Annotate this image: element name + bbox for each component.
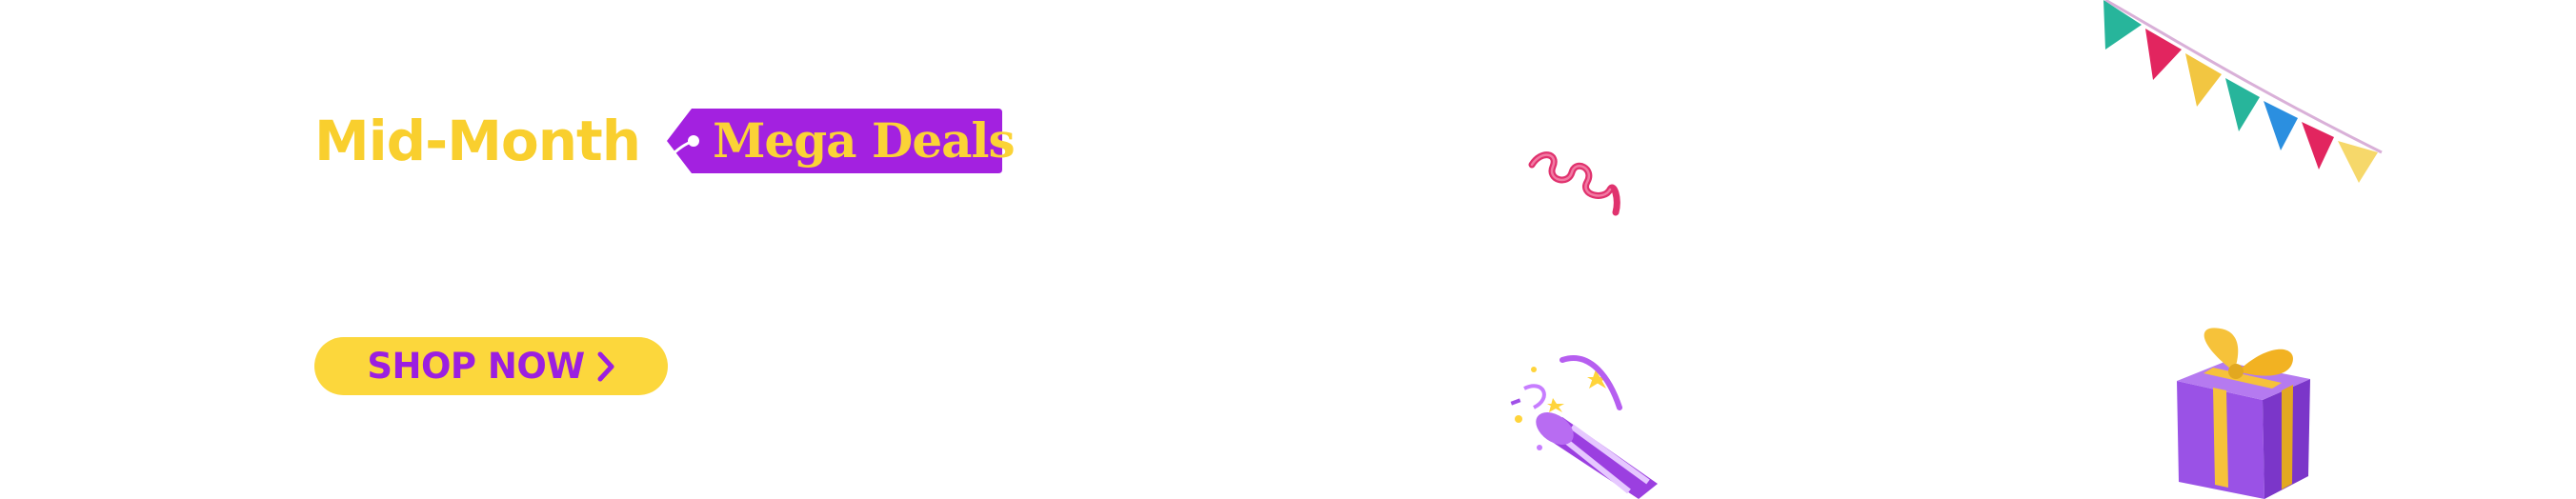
ribbon-streamer-icon — [1528, 151, 1620, 216]
headline-tag-text: Mega Deals — [713, 112, 1016, 169]
headline-primary-text: Mid-Month — [314, 109, 641, 173]
bunting-flags-icon — [2103, 0, 2383, 183]
party-popper-icon — [1510, 355, 1658, 499]
price-tag-badge: Mega Deals — [665, 107, 1016, 175]
gift-box-icon — [2177, 328, 2310, 499]
price-tag-shape — [667, 109, 1003, 173]
shop-now-label: SHOP NOW — [367, 346, 585, 387]
chevron-right-icon — [597, 351, 614, 381]
shop-now-button[interactable]: SHOP NOW — [314, 337, 668, 395]
headline: Mid-Month Mega Deals — [314, 105, 1016, 177]
